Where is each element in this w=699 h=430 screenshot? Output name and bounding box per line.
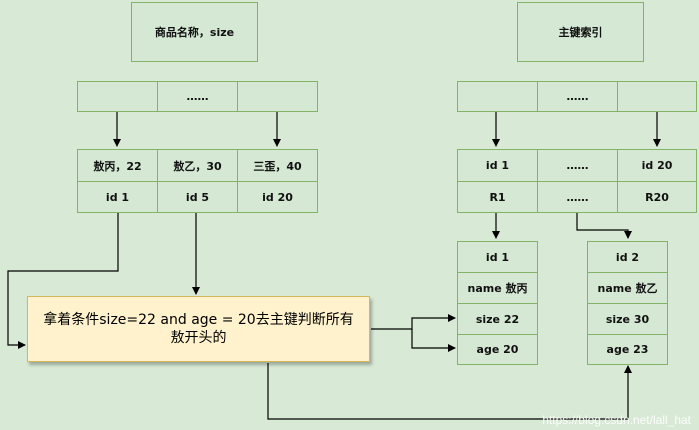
primary-index-title: 主键索引 [517, 2, 644, 62]
primary-root-cell: …… [537, 81, 618, 112]
primary-root-cell [617, 81, 697, 112]
primary-leaf-row: R20 [617, 181, 697, 213]
record2-id: id 2 [587, 241, 668, 273]
primary-leaf-row: R1 [457, 181, 538, 213]
arrow-dots-to-record2 [576, 213, 632, 239]
watermark: https://blog.csdn.net/lall_hat [542, 413, 691, 427]
secondary-root-cell [237, 81, 318, 112]
record2-size: size 30 [587, 303, 668, 335]
record2-age: age 23 [587, 334, 668, 365]
primary-root-cell [457, 81, 538, 112]
record1-id: id 1 [457, 241, 538, 273]
record1-size: size 22 [457, 303, 538, 335]
arrow-condition-to-size [371, 314, 456, 330]
secondary-leaf-id: id 5 [157, 181, 238, 213]
arrow-id1-to-condition [7, 213, 119, 349]
primary-leaf-key: …… [537, 149, 618, 182]
secondary-leaf-key: 敖乙，30 [157, 149, 238, 182]
arrow-condition-to-record2-age [267, 363, 632, 420]
primary-leaf-key: id 20 [617, 149, 697, 182]
secondary-leaf-key: 敖丙，22 [77, 149, 158, 182]
condition-note: 拿着条件size=22 and age = 20去主键判断所有敖开头的 [27, 296, 370, 362]
secondary-leaf-id: id 20 [237, 181, 318, 213]
secondary-root-cell: …… [157, 81, 238, 112]
record2-name: name 敖乙 [587, 272, 668, 304]
record1-name: name 敖丙 [457, 272, 538, 304]
primary-leaf-key: id 1 [457, 149, 538, 182]
primary-leaf-row: …… [537, 181, 618, 213]
secondary-index-title: 商品名称，size [131, 2, 258, 62]
record1-age: age 20 [457, 334, 538, 365]
secondary-leaf-key: 三歪，40 [237, 149, 318, 182]
secondary-leaf-id: id 1 [77, 181, 158, 213]
arrow-condition-to-age [411, 329, 456, 352]
secondary-root-cell [77, 81, 158, 112]
